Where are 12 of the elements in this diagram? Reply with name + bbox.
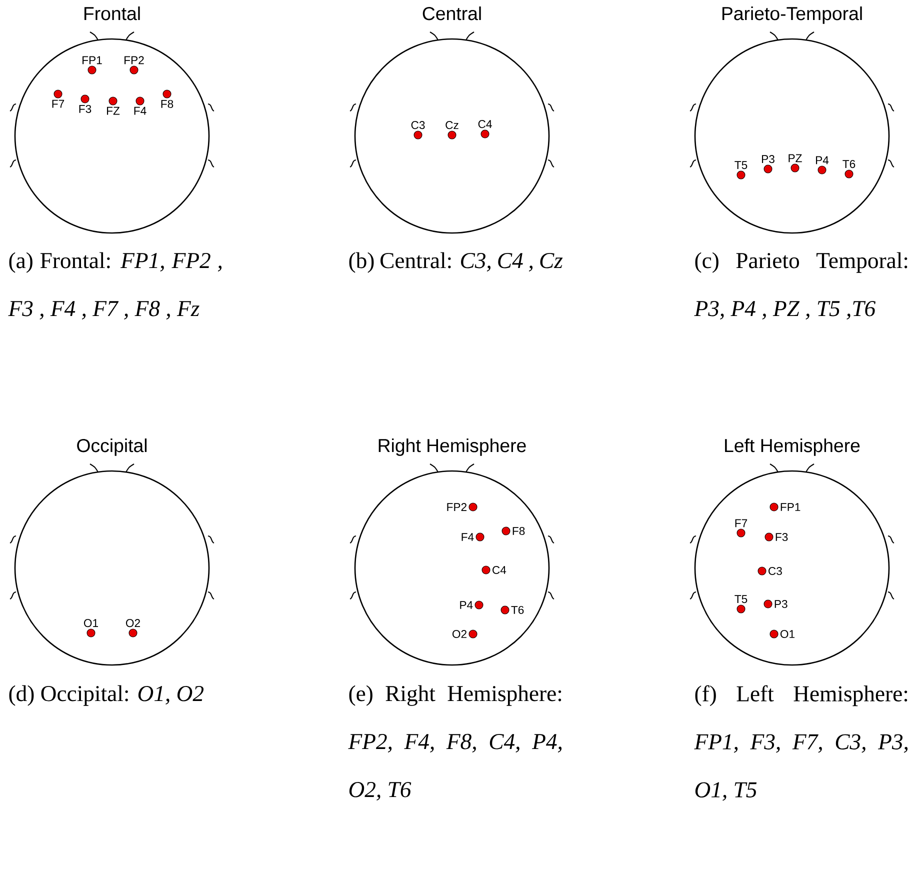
caption: (c) Parieto Temporal: P3, P4 , PZ , T5 ,T6: [694, 252, 908, 320]
panel-title: Parieto-Temporal: [722, 6, 862, 24]
caption: (e) Right Hemisphere: FP2, F4, F8, C4, P4, O2, T6: [348, 685, 562, 800]
caption: (b) Central: C3, C4 , Cz: [349, 252, 563, 273]
panel-title: Occipital: [77, 438, 147, 456]
caption: (d) Occipital: O1, O2: [9, 685, 204, 706]
panel-title: Left Hemisphere: [725, 438, 860, 456]
panel-title: Right Hemisphere: [378, 438, 526, 456]
panel-title: Frontal: [84, 6, 140, 20]
caption: (a) Frontal: FP1, FP2 , F3 , F4 , F7 , F8 , Fz: [8, 252, 222, 320]
panel-title: Central: [422, 6, 481, 20]
caption: (f) Left Hemisphere: FP1, F3, F7, C3, P3, O1, T5: [694, 685, 908, 801]
